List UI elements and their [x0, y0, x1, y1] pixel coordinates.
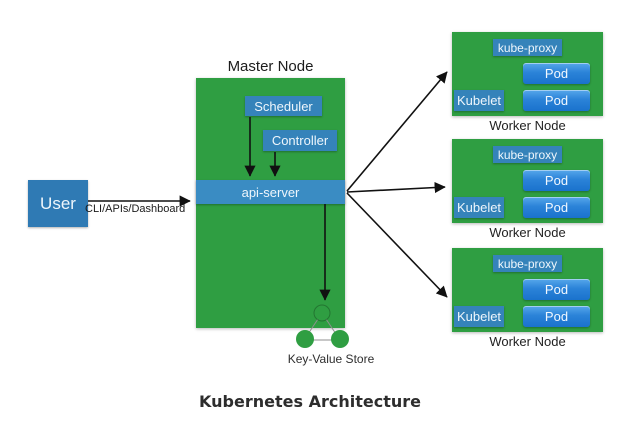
scheduler-box: Scheduler	[245, 96, 322, 116]
worker-node-title: Worker Node	[489, 118, 566, 133]
kube-proxy-box: kube-proxy	[493, 146, 562, 163]
kube-proxy-label: kube-proxy	[497, 40, 558, 55]
worker-node-3: kube-proxy Pod Kubelet Pod Worker Node	[452, 248, 603, 349]
diagram-title: Kubernetes Architecture	[199, 392, 421, 411]
kube-proxy-label: kube-proxy	[497, 147, 558, 162]
key-value-store-label: Key-Value Store	[287, 352, 375, 366]
worker-node-title: Worker Node	[489, 225, 566, 240]
pod-label: Pod	[544, 200, 569, 215]
controller-box: Controller	[263, 130, 337, 151]
kube-proxy-box: kube-proxy	[493, 39, 562, 56]
api-server-box: api-server	[196, 180, 345, 204]
pod-label: Pod	[544, 309, 569, 324]
user-node-label: User	[40, 193, 76, 213]
arrow-apiserver-to-worker-2	[346, 181, 446, 194]
pod-box: Pod	[523, 63, 590, 84]
pod-box: Pod	[523, 306, 590, 327]
kube-proxy-label: kube-proxy	[497, 256, 558, 271]
cli-apis-dashboard-label: CLI/APIs/Dashboard	[85, 203, 186, 215]
pod-label: Pod	[544, 173, 569, 188]
pod-label: Pod	[544, 66, 569, 81]
pod-label: Pod	[544, 282, 569, 297]
kubelet-box: Kubelet	[454, 197, 504, 218]
master-node-title: Master Node	[227, 58, 314, 75]
scheduler-label: Scheduler	[254, 98, 313, 114]
worker-node-title: Worker Node	[489, 334, 566, 349]
user-node: User	[28, 180, 88, 227]
controller-label: Controller	[271, 133, 329, 148]
arrow-apiserver-to-worker-3	[346, 192, 448, 298]
kubelet-label: Kubelet	[456, 309, 502, 324]
pod-box: Pod	[523, 197, 590, 218]
api-server-label: api-server	[241, 184, 300, 200]
kubelet-label: Kubelet	[456, 93, 502, 108]
kv-node-right	[331, 330, 349, 348]
worker-node-1: kube-proxy Pod Kubelet Pod Worker Node	[452, 32, 603, 133]
kubelet-box: Kubelet	[454, 90, 504, 111]
kubelet-box: Kubelet	[454, 306, 504, 327]
kube-proxy-box: kube-proxy	[493, 255, 562, 272]
arrow-apiserver-to-worker-1	[346, 71, 448, 192]
pod-box: Pod	[523, 90, 590, 111]
pod-box: Pod	[523, 279, 590, 300]
kubelet-label: Kubelet	[456, 200, 502, 215]
worker-node-2: kube-proxy Pod Kubelet Pod Worker Node	[452, 139, 603, 240]
pod-label: Pod	[544, 93, 569, 108]
pod-box: Pod	[523, 170, 590, 191]
kv-node-left	[296, 330, 314, 348]
